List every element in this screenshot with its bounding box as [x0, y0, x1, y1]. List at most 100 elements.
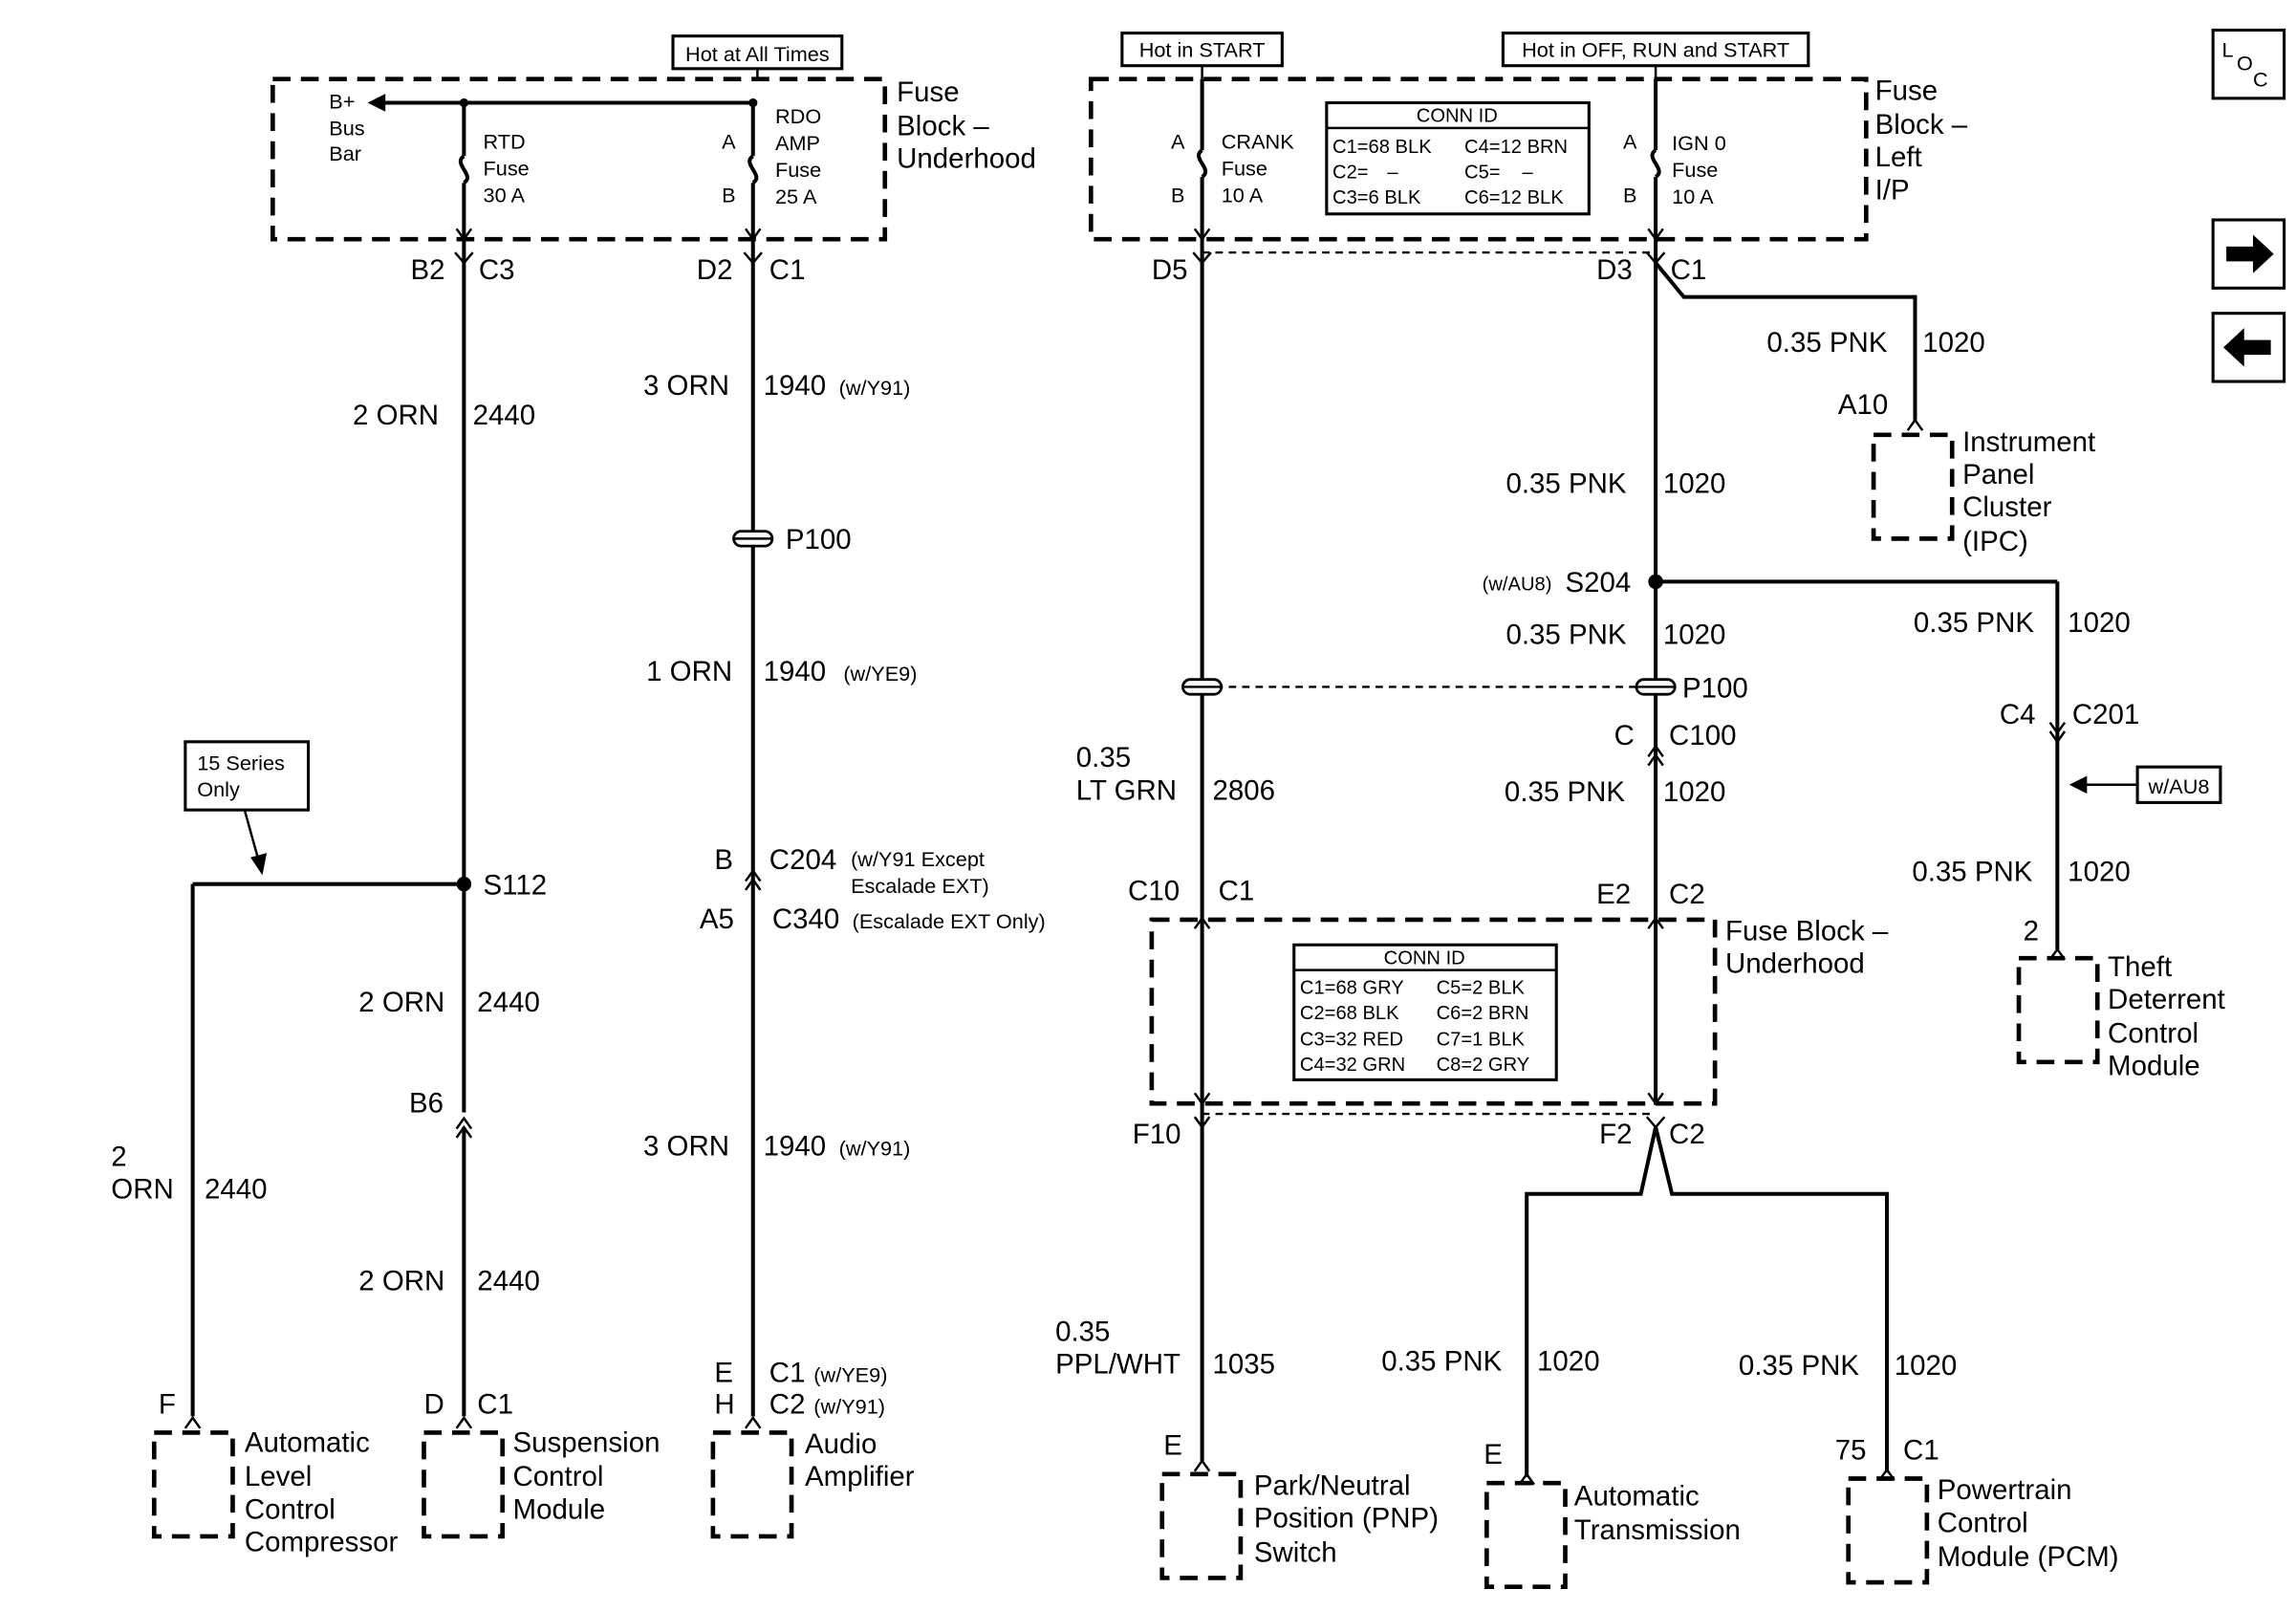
svg-text:(w/Y91): (w/Y91) [839, 376, 911, 400]
bus-bar-arrow-icon [367, 94, 386, 112]
svg-text:B: B [722, 183, 735, 207]
svg-text:RDO: RDO [775, 104, 821, 128]
pnp-switch-box [1159, 1471, 1244, 1580]
svg-text:Powertrain: Powertrain [1938, 1474, 2072, 1506]
svg-text:3 ORN: 3 ORN [643, 370, 729, 402]
svg-text:CONN ID: CONN ID [1384, 947, 1465, 969]
svg-text:C2=: C2= [1332, 163, 1369, 184]
header-hot-at-all-times: Hot at All Times [671, 34, 844, 79]
svg-text:(w/Y91): (w/Y91) [839, 1136, 911, 1160]
svg-text:Fuse: Fuse [1875, 75, 1938, 106]
svg-text:Park/Neutral: Park/Neutral [1254, 1470, 1411, 1502]
svg-text:ORN: ORN [111, 1173, 173, 1205]
svg-text:0.35 PNK: 0.35 PNK [1381, 1345, 1502, 1377]
svg-text:1020: 1020 [1922, 327, 1985, 359]
svg-text:Instrument: Instrument [1962, 426, 2095, 458]
svg-text:(Escalade EXT Only): (Escalade EXT Only) [853, 909, 1046, 933]
svg-text:0.35: 0.35 [1076, 742, 1131, 773]
svg-text:Control: Control [2108, 1018, 2199, 1050]
svg-text:75: 75 [1835, 1434, 1867, 1466]
svg-text:S112: S112 [484, 870, 548, 902]
svg-text:Level: Level [245, 1461, 312, 1492]
svg-text:C340: C340 [772, 903, 839, 935]
svg-text:CONN ID: CONN ID [1417, 106, 1498, 127]
svg-text:Transmission: Transmission [1574, 1514, 1741, 1546]
svg-text:1940: 1940 [764, 370, 827, 402]
svg-text:Control: Control [1938, 1507, 2028, 1538]
w-au8-arrow-icon [2069, 775, 2088, 795]
svg-text:Bus: Bus [329, 117, 365, 141]
svg-text:C6=12 BLK: C6=12 BLK [1464, 187, 1564, 208]
svg-text:1940: 1940 [764, 656, 827, 687]
svg-text:C8=2 GRY: C8=2 GRY [1437, 1055, 1530, 1076]
svg-text:IGN 0: IGN 0 [1672, 131, 1726, 155]
svg-text:15 Series: 15 Series [197, 751, 285, 774]
svg-text:Block –: Block – [897, 111, 989, 142]
svg-text:0.35 PNK: 0.35 PNK [1914, 607, 2034, 639]
svg-text:B: B [1623, 183, 1636, 207]
svg-text:C7=1 BLK: C7=1 BLK [1437, 1030, 1526, 1051]
audio-amplifier-box [710, 1430, 794, 1539]
svg-text:D2: D2 [697, 254, 733, 286]
svg-text:Suspension: Suspension [513, 1427, 661, 1459]
theft-deterrent-module-box [2016, 955, 2100, 1065]
svg-text:Amplifier: Amplifier [805, 1461, 915, 1492]
svg-text:Cluster: Cluster [1962, 491, 2051, 523]
svg-text:Audio: Audio [805, 1428, 877, 1460]
circuit-2440: B2 C3 2 ORN 2440 15 Series Only S112 2 O… [111, 239, 660, 1557]
header-hot-in-start: Hot in START [1120, 32, 1284, 79]
location-button[interactable]: L O C [2211, 28, 2286, 100]
svg-text:A: A [1623, 130, 1637, 154]
svg-text:C3=32 RED: C3=32 RED [1300, 1030, 1403, 1051]
svg-text:Switch: Switch [1254, 1536, 1337, 1568]
svg-text:–: – [1523, 163, 1534, 184]
rtd-fuse-symbol [458, 154, 469, 185]
svg-text:1020: 1020 [2068, 607, 2131, 639]
svg-text:C: C [1614, 720, 1635, 751]
svg-text:Deterrent: Deterrent [2108, 984, 2225, 1015]
svg-text:25 A: 25 A [775, 185, 817, 208]
svg-text:Module: Module [513, 1493, 606, 1525]
conn-id-table-underhood: CONN ID C1=68 GRY C5=2 BLK C2=68 BLK C6=… [1292, 943, 1558, 1081]
svg-text:Bar: Bar [329, 142, 361, 165]
svg-text:0.35 PNK: 0.35 PNK [1766, 327, 1887, 359]
svg-text:C2: C2 [1669, 1119, 1705, 1150]
crank-fuse-symbol [1197, 148, 1208, 179]
svg-text:Underhood: Underhood [897, 143, 1036, 175]
svg-text:I/P: I/P [1875, 174, 1910, 206]
svg-text:1020: 1020 [1663, 619, 1726, 650]
svg-text:B6: B6 [409, 1087, 444, 1119]
svg-text:E: E [1163, 1430, 1182, 1462]
svg-text:B: B [1171, 183, 1184, 207]
arrow-left-icon [2223, 328, 2271, 367]
svg-text:Module (PCM): Module (PCM) [1938, 1541, 2119, 1573]
svg-text:2440: 2440 [477, 987, 540, 1018]
svg-text:F10: F10 [1133, 1119, 1181, 1150]
svg-text:C1: C1 [1219, 876, 1255, 907]
svg-text:0.35 PNK: 0.35 PNK [1505, 776, 1625, 808]
svg-text:S204: S204 [1566, 567, 1632, 599]
circuit-crank: D5 0.35 LT GRN 2806 C10 C1 F10 0.35 PPL/… [1055, 239, 1439, 1580]
svg-text:Automatic: Automatic [1574, 1480, 1700, 1512]
previous-page-button[interactable] [2211, 312, 2286, 383]
svg-text:Fuse Block –: Fuse Block – [1725, 916, 1889, 947]
svg-text:F2: F2 [1599, 1119, 1632, 1150]
svg-text:C1: C1 [1671, 254, 1707, 286]
svg-text:Fuse: Fuse [484, 156, 530, 180]
svg-text:3 ORN: 3 ORN [643, 1130, 729, 1162]
svg-text:C1=68 GRY: C1=68 GRY [1300, 977, 1404, 998]
svg-text:1 ORN: 1 ORN [646, 656, 732, 687]
svg-text:(w/Y91 Except: (w/Y91 Except [851, 847, 985, 871]
svg-text:(IPC): (IPC) [1962, 526, 2028, 557]
svg-text:(w/Y91): (w/Y91) [813, 1394, 885, 1418]
next-page-button[interactable] [2211, 218, 2286, 290]
svg-text:P100: P100 [1682, 672, 1748, 704]
svg-text:F: F [159, 1388, 176, 1420]
fuse-block-underhood-bottom: Fuse Block – Underhood CONN ID C1=68 GRY… [1149, 916, 1889, 1106]
svg-text:2440: 2440 [205, 1173, 268, 1205]
svg-text:1020: 1020 [2068, 857, 2131, 888]
conn-id-table-left-ip: CONN ID C1=68 BLK C4=12 BRN C2= – C5= – … [1325, 100, 1591, 216]
svg-text:1020: 1020 [1663, 468, 1726, 499]
svg-text:C5=2 BLK: C5=2 BLK [1437, 977, 1526, 998]
svg-text:RTD: RTD [484, 130, 526, 154]
